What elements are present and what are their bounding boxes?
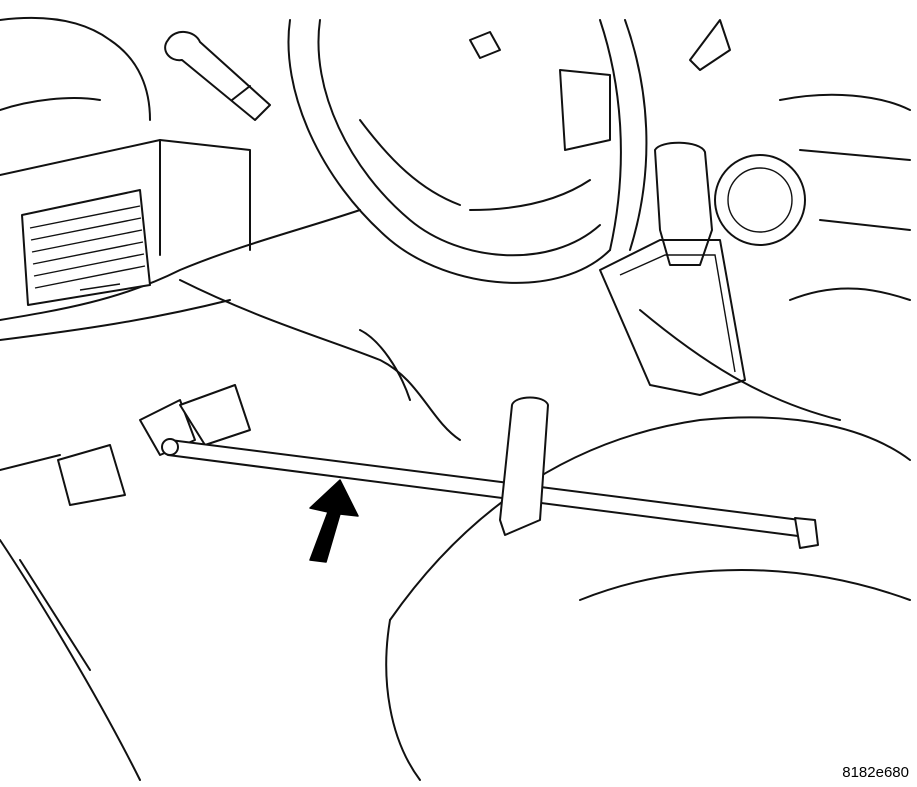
steering-wheel <box>287 19 731 284</box>
seat-cushion <box>0 416 911 781</box>
figure-id-label: 8182e680 <box>842 764 909 781</box>
instrument-panel-left <box>0 16 361 341</box>
gear-shifter <box>559 69 911 396</box>
lower-dash <box>179 279 911 441</box>
pedals <box>0 384 251 506</box>
t-handle-tool <box>161 396 819 549</box>
arrow-up-icon <box>309 479 359 563</box>
switch-stalk <box>164 31 271 121</box>
air-vent <box>21 189 151 306</box>
